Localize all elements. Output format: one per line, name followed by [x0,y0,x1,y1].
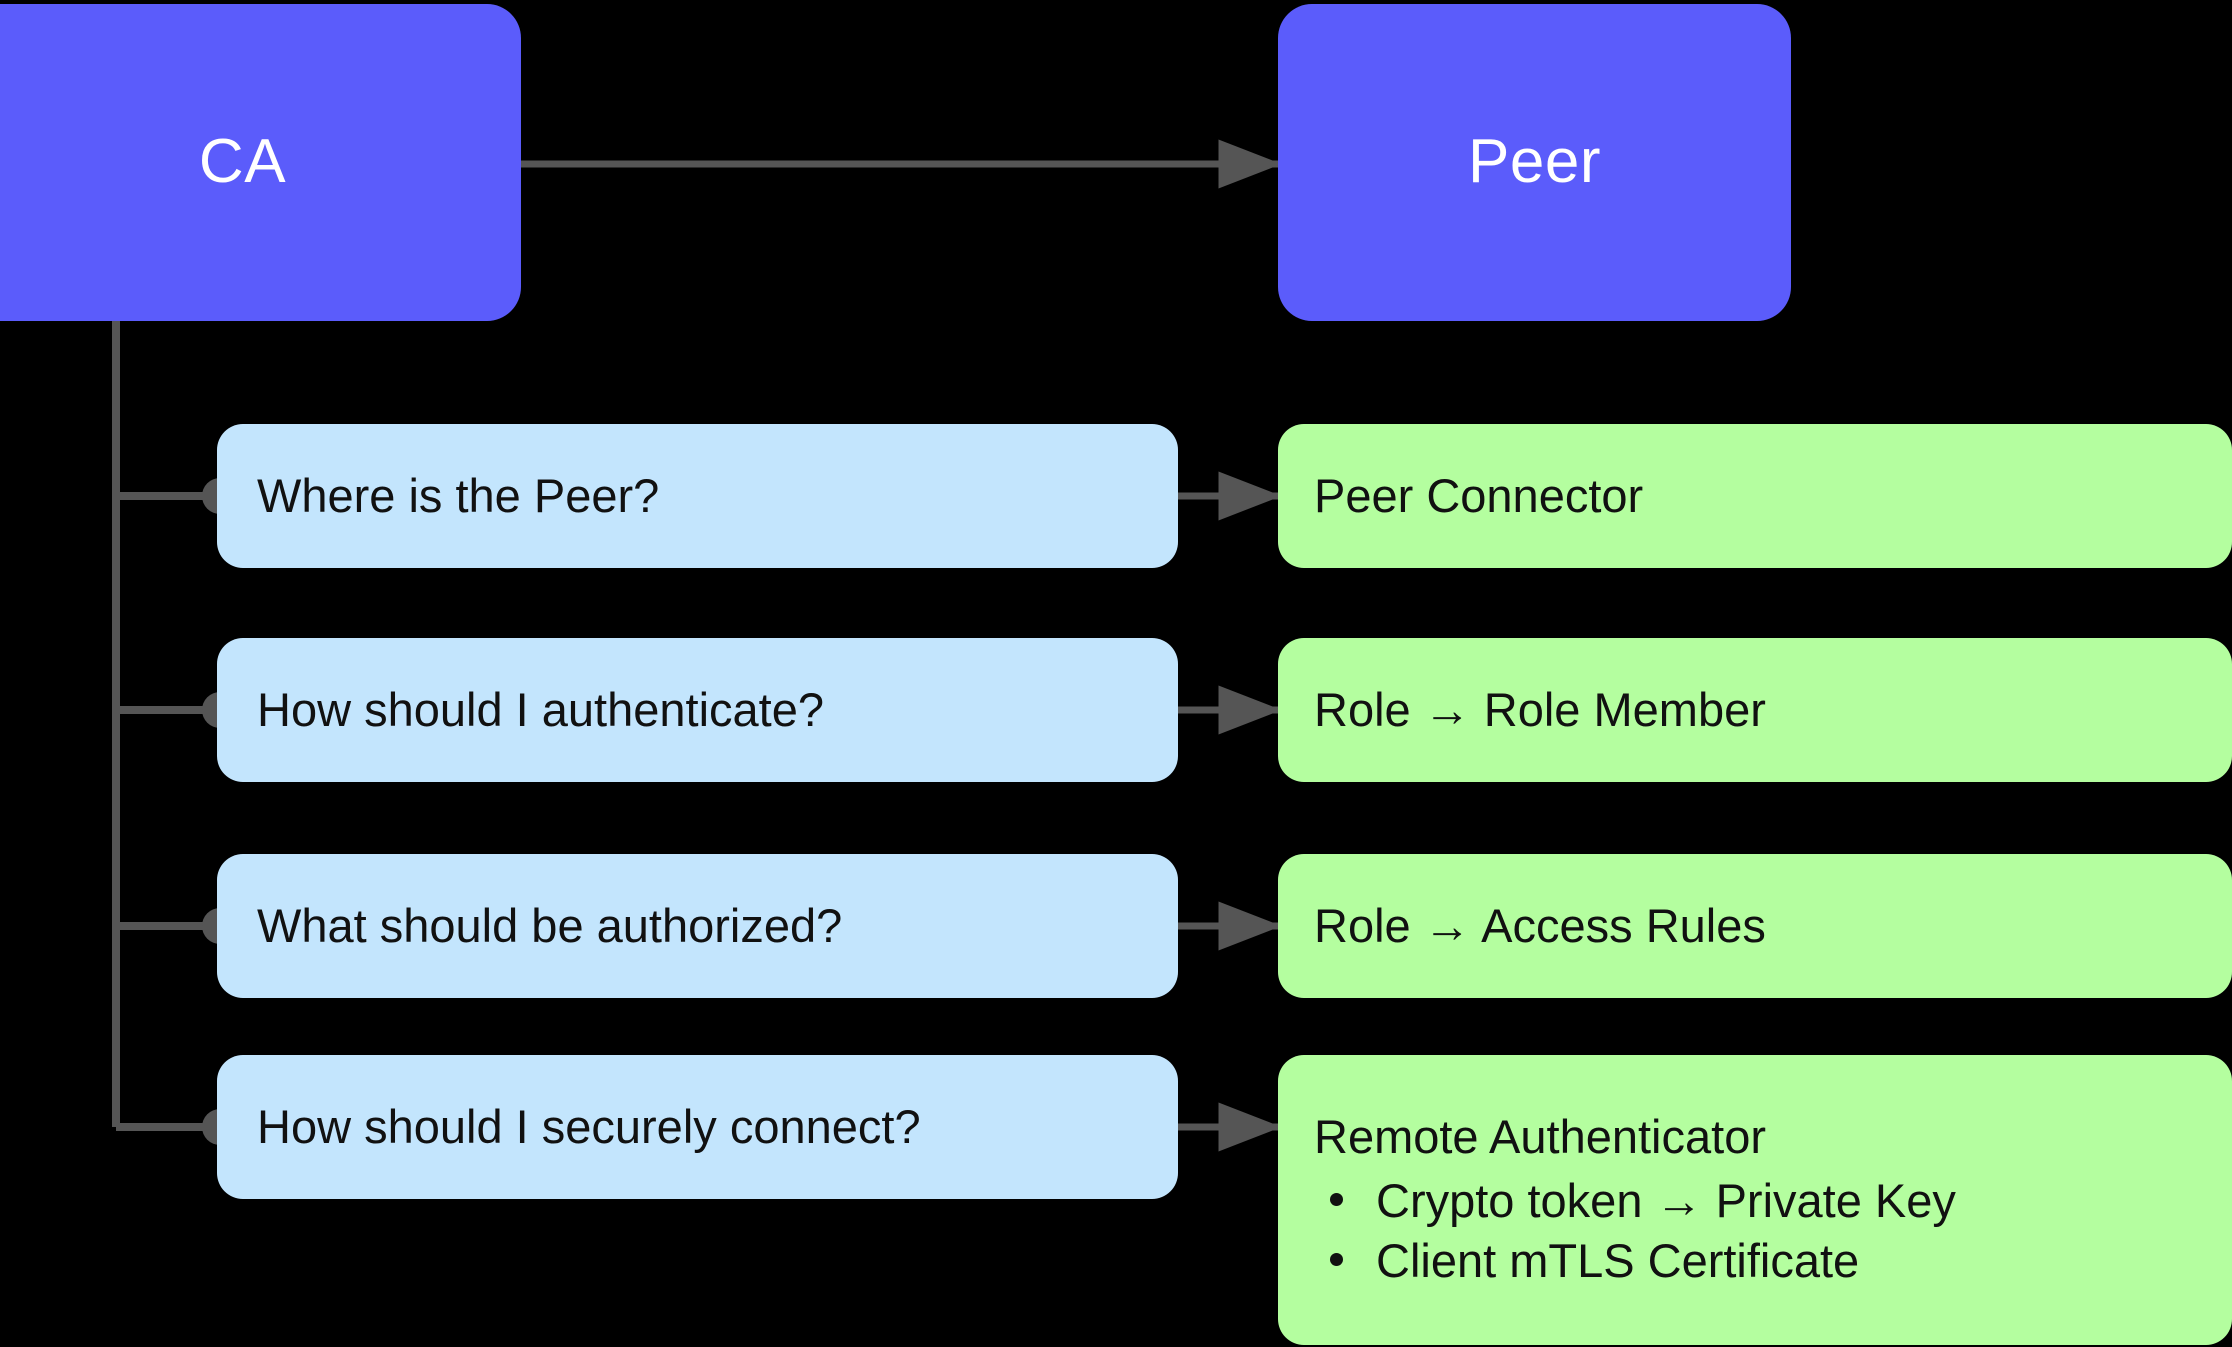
node-question-2-label: How should I authenticate? [257,682,824,736]
node-answer-3-title: Role → Access Rules [1314,899,1766,953]
node-answer-1[interactable]: Peer Connector [1278,424,2232,568]
node-answer-4-title: Remote Authenticator [1314,1110,1766,1164]
node-answer-4-items: Crypto token → Private Key Client mTLS C… [1314,1171,1956,1291]
node-ca[interactable]: CA [0,4,521,321]
bullet-icon [1330,1193,1343,1207]
node-question-1[interactable]: Where is the Peer? [217,424,1178,568]
node-question-2[interactable]: How should I authenticate? [217,638,1178,782]
node-answer-2-title: Role → Role Member [1314,683,1766,737]
bullet-icon [1330,1253,1343,1267]
node-peer[interactable]: Peer [1278,4,1791,321]
list-item-label: Crypto token → Private Key [1376,1173,1956,1227]
node-question-4-label: How should I securely connect? [257,1099,921,1153]
list-item: Crypto token → Private Key [1320,1171,1956,1231]
node-peer-label: Peer [1468,127,1601,197]
list-item: Client mTLS Certificate [1320,1231,1956,1291]
node-answer-4[interactable]: Remote Authenticator Crypto token → Priv… [1278,1055,2232,1345]
node-question-1-label: Where is the Peer? [257,468,660,522]
node-answer-3[interactable]: Role → Access Rules [1278,854,2232,998]
node-question-3-label: What should be authorized? [257,898,843,952]
list-item-label: Client mTLS Certificate [1376,1233,1860,1287]
node-answer-1-title: Peer Connector [1314,469,1644,523]
node-ca-label: CA [198,127,287,197]
node-answer-2[interactable]: Role → Role Member [1278,638,2232,782]
node-question-3[interactable]: What should be authorized? [217,854,1178,998]
node-question-4[interactable]: How should I securely connect? [217,1055,1178,1199]
